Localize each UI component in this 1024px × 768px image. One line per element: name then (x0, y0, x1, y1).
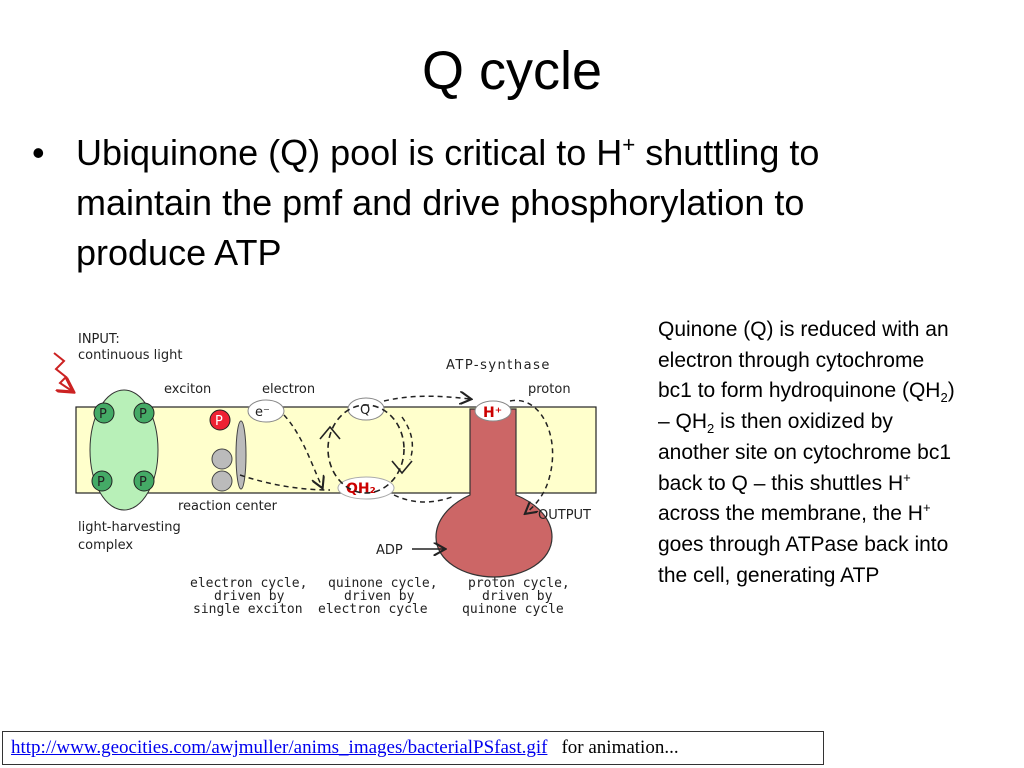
reaction-center-bar (235, 420, 247, 490)
side-note: Quinone (Q) is reduced with an electron … (658, 318, 955, 587)
caption-quinone-3: electron cycle (318, 602, 428, 617)
reaction-center-sphere-1 (211, 448, 233, 470)
proton-path-bottom (393, 494, 453, 503)
bullet-dot: • (32, 132, 45, 173)
svg-text:P: P (139, 475, 147, 490)
input-sub-label: continuous light (78, 348, 182, 363)
complex-label: complex (78, 538, 133, 553)
pigment-p-1: P (93, 402, 115, 424)
adp-label: ADP (376, 543, 403, 558)
caption-electron-2: driven by (214, 589, 285, 604)
caption-electron-3: single exciton (193, 602, 303, 617)
reaction-center-sphere-2 (211, 470, 233, 492)
reaction-center-p: P (209, 409, 231, 431)
animation-link[interactable]: http://www.geocities.com/awjmuller/anims… (11, 737, 548, 758)
atp-synthase (435, 408, 553, 578)
electron-label: electron (262, 382, 315, 397)
caption-proton-1: proton cycle, (468, 576, 570, 591)
slide-title: Q cycle (421, 41, 603, 101)
quinone-arrow-2 (391, 460, 413, 475)
pigment-p-2: P (133, 402, 155, 424)
output-label: OUTPUT (538, 508, 591, 523)
electron-bubble: e⁻ (247, 399, 285, 423)
caption-proton-2: driven by (482, 589, 553, 604)
quinone-arrow-1 (319, 425, 341, 440)
caption-electron-1: electron cycle, (190, 576, 307, 591)
svg-text:Q: Q (360, 403, 370, 418)
electron-path (283, 414, 322, 487)
svg-text:P: P (99, 407, 107, 422)
caption-quinone-1: quinone cycle, (328, 576, 438, 591)
proton-label: proton (528, 382, 571, 397)
pigment-p-3: P (91, 470, 113, 492)
link-box: http://www.geocities.com/awjmuller/anims… (2, 731, 824, 765)
h-plus-bubble: H⁺ (474, 400, 512, 422)
proton-arrow (401, 416, 414, 461)
caption-quinone-2: driven by (344, 589, 415, 604)
svg-text:H⁺: H⁺ (483, 405, 502, 421)
input-label: INPUT: (78, 332, 120, 347)
quinone-cycle-loop (327, 404, 405, 494)
light-arrow (53, 352, 72, 391)
atp-synthase-label: ATP-synthase (446, 358, 551, 373)
exciton-label: exciton (164, 382, 211, 397)
pigment-p-4: P (133, 470, 155, 492)
bullet-text: Ubiquinone (Q) pool is critical to H+ sh… (76, 132, 820, 273)
light-harvesting-label: light-harvesting (78, 520, 181, 535)
qh2-bubble: QH₂ (337, 476, 395, 500)
q-cycle-diagram: P P P P P e⁻ Q QH₂ H⁺ INPUT: continuous … (53, 332, 597, 617)
link-suffix: for animation... (561, 737, 679, 758)
svg-text:P: P (139, 407, 147, 422)
electron-return (239, 474, 331, 491)
caption-proton-3: quinone cycle (462, 602, 564, 617)
bullet-point: • Ubiquinone (Q) pool is critical to H+ … (32, 128, 872, 278)
svg-text:P: P (215, 414, 223, 429)
svg-text:P: P (97, 475, 105, 490)
proton-path-top (383, 396, 470, 401)
q-bubble: Q (347, 397, 385, 421)
reaction-center-label: reaction center (178, 499, 278, 514)
proton-cycle-loop (509, 399, 554, 513)
svg-text:e⁻: e⁻ (255, 405, 270, 420)
